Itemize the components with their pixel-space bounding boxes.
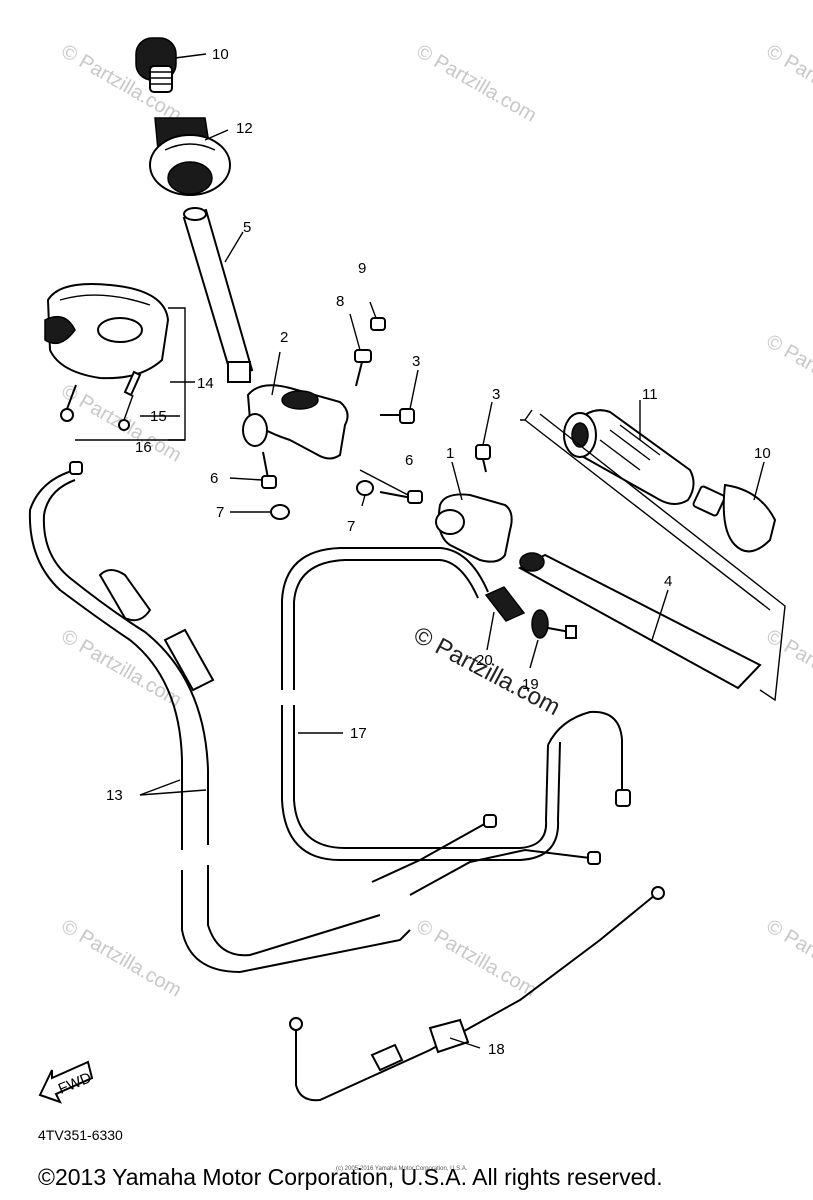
fine-print: (c) 2005-2016 Yamaha Motor Corporation, …	[336, 1166, 468, 1172]
watermark: © Partzilla.com	[58, 915, 186, 1001]
part-7a-nut	[270, 504, 290, 520]
part-16-screw	[60, 384, 77, 422]
part-1-throttle-housing	[435, 493, 513, 563]
part-7b-nut	[356, 480, 374, 496]
part-18-cable	[289, 886, 665, 1102]
fwd-arrow: FWD	[38, 1060, 94, 1104]
diagram-code: 4TV351-6330	[38, 1127, 123, 1143]
part-9-screw	[370, 317, 386, 331]
label-part-10-left: 10	[212, 46, 229, 63]
watermark: © Partzilla.com	[413, 40, 541, 126]
label-part-9: 9	[358, 260, 366, 277]
part-11-grip	[563, 409, 695, 505]
label-part-18: 18	[488, 1041, 505, 1058]
part-13-cables	[28, 461, 411, 974]
label-part-3b: 3	[492, 386, 500, 403]
watermark: © Partzilla.com	[763, 915, 813, 1001]
label-part-3a: 3	[412, 353, 420, 370]
leader-lines	[139, 53, 765, 1049]
part-8-screw	[354, 349, 372, 387]
label-part-19: 19	[522, 676, 539, 693]
watermark: © Partzilla.com	[58, 625, 186, 711]
label-part-7a: 7	[216, 504, 224, 521]
label-part-1: 1	[446, 445, 454, 462]
part-12-grip	[149, 117, 231, 196]
part-14-switch-housing	[44, 283, 170, 380]
part-19-nut	[531, 609, 577, 639]
part-labels: 10 12 5 9 8 2 3 14 3 11 15 16 1 10 6 6 7…	[106, 46, 771, 1058]
label-part-8: 8	[336, 293, 344, 310]
part-6b-screw	[379, 490, 423, 504]
part-20-adjuster	[484, 586, 526, 622]
label-part-13: 13	[106, 787, 123, 804]
part-2-holder	[242, 384, 349, 460]
copyright-notice: ©2013 Yamaha Motor Corporation, U.S.A. A…	[38, 1164, 663, 1190]
watermark: © Partzilla.com	[413, 915, 541, 1001]
watermark: © Partzilla.com	[763, 330, 813, 416]
label-part-10-right: 10	[754, 445, 771, 462]
label-part-12: 12	[236, 120, 253, 137]
part-15-screw	[118, 370, 142, 431]
label-part-20: 20	[476, 652, 493, 669]
label-part-6a: 6	[210, 470, 218, 487]
part-4-throttle-tube	[517, 552, 762, 690]
part-17-cable	[281, 547, 631, 861]
label-part-6b: 6	[405, 452, 413, 469]
label-part-5: 5	[243, 219, 251, 236]
part-3a-screw	[380, 408, 415, 424]
part-10-right-weight	[692, 483, 777, 553]
label-part-16: 16	[135, 439, 152, 456]
label-part-4: 4	[664, 573, 672, 590]
part-6a-screw	[261, 451, 277, 489]
cable-segments	[371, 814, 601, 896]
label-part-11: 11	[642, 386, 658, 403]
label-part-15: 15	[150, 408, 167, 425]
part-10-left-weight	[135, 37, 177, 93]
label-part-7b: 7	[347, 518, 355, 535]
label-part-17: 17	[350, 725, 367, 742]
part-3b-screw	[475, 444, 491, 473]
label-part-2: 2	[280, 329, 288, 346]
label-part-14: 14	[197, 375, 214, 392]
watermark: © Partzilla.com	[763, 625, 813, 711]
part-5-handlebar	[182, 207, 254, 383]
watermark: © Partzilla.com	[763, 40, 813, 126]
bracket-lines	[75, 307, 786, 702]
